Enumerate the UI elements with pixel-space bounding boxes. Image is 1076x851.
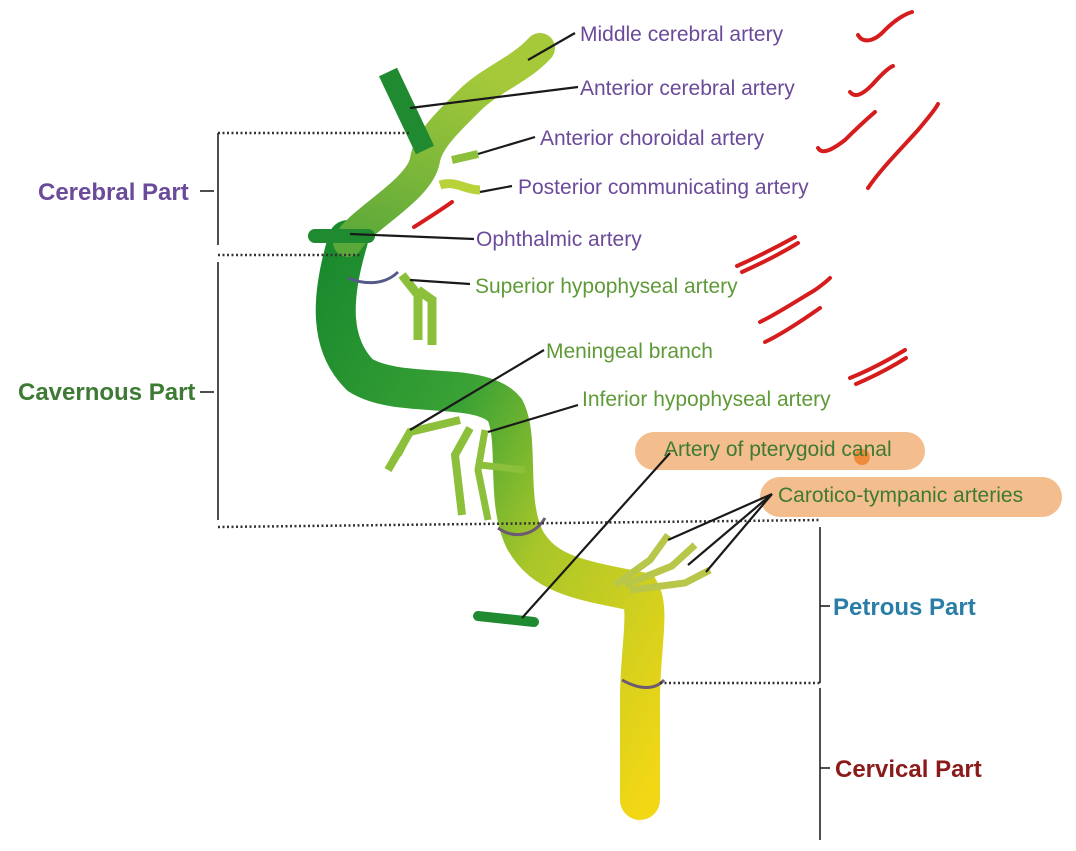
label-cervical-part: Cervical Part	[835, 756, 982, 783]
label-inferior-hypophyseal-artery: Inferior hypophyseal artery	[582, 388, 831, 411]
label-anterior-cerebral-artery: Anterior cerebral artery	[580, 77, 795, 100]
label-meningeal-branch: Meningeal branch	[546, 340, 713, 363]
label-carotico-tympanic-arteries: Carotico-tympanic arteries	[778, 484, 1023, 507]
label-cerebral-part: Cerebral Part	[38, 179, 189, 206]
label-middle-cerebral-artery: Middle cerebral artery	[580, 23, 784, 46]
label-posterior-communicating-artery: Posterior communicating artery	[518, 176, 809, 199]
label-cavernous-part: Cavernous Part	[18, 379, 195, 406]
label-anterior-choroidal-artery: Anterior choroidal artery	[540, 127, 765, 150]
label-superior-hypophyseal-artery: Superior hypophyseal artery	[475, 275, 738, 298]
label-petrous-part: Petrous Part	[833, 594, 976, 621]
label-ophthalmic-artery: Ophthalmic artery	[476, 228, 642, 251]
label-artery-of-pterygoid-canal: Artery of pterygoid canal	[664, 438, 892, 461]
